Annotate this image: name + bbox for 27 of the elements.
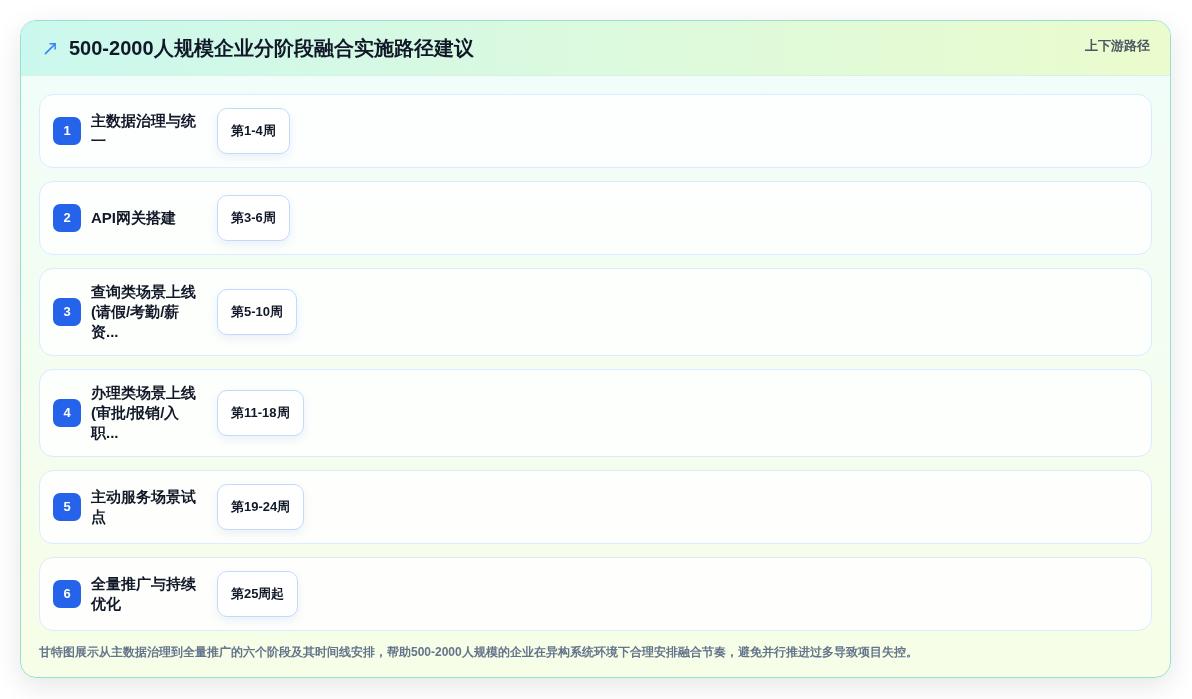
phase-name: 查询类场景上线(请假/考勤/薪资... [91,282,197,342]
step-number: 2 [53,204,81,232]
phase-name: 主动服务场景试点 [91,487,197,527]
header-note: 上下游路径 [1085,37,1150,55]
week-range-chip: 第3-6周 [217,195,290,241]
week-range-chip: 第1-4周 [217,108,290,154]
phase-name: 办理类场景上线(审批/报销/入职... [91,383,197,443]
step-number: 6 [53,580,81,608]
week-range-chip: 第5-10周 [217,289,298,335]
week-range-chip: 第11-18周 [217,390,304,436]
phase-row [39,470,1152,544]
phase-row [39,369,1152,457]
phase-name: 主数据治理与统一 [91,111,197,151]
caption: 甘特图展示从主数据治理到全量推广的六个阶段及其时间线安排，帮助500-2000人规模的企业在异构系统环境下合理安排融合节奏，避免并行推进过多导致项目失控。 [38,644,919,660]
step-number: 3 [53,298,81,326]
phase-row [39,94,1152,168]
week-range-chip: 第19-24周 [217,484,305,530]
step-number: 4 [53,399,81,427]
step-number: 5 [53,493,81,521]
phase-row [39,181,1152,255]
diagram-title: 500-2000人规模企业分阶段融合实施路径建议 [69,36,474,61]
phase-row [39,557,1152,631]
phase-name: API网关搭建 [91,208,177,228]
phase-row [39,268,1152,356]
phase-name: 全量推广与持续优化 [91,574,197,614]
week-range-chip: 第25周起 [217,571,299,617]
step-number: 1 [53,117,81,145]
